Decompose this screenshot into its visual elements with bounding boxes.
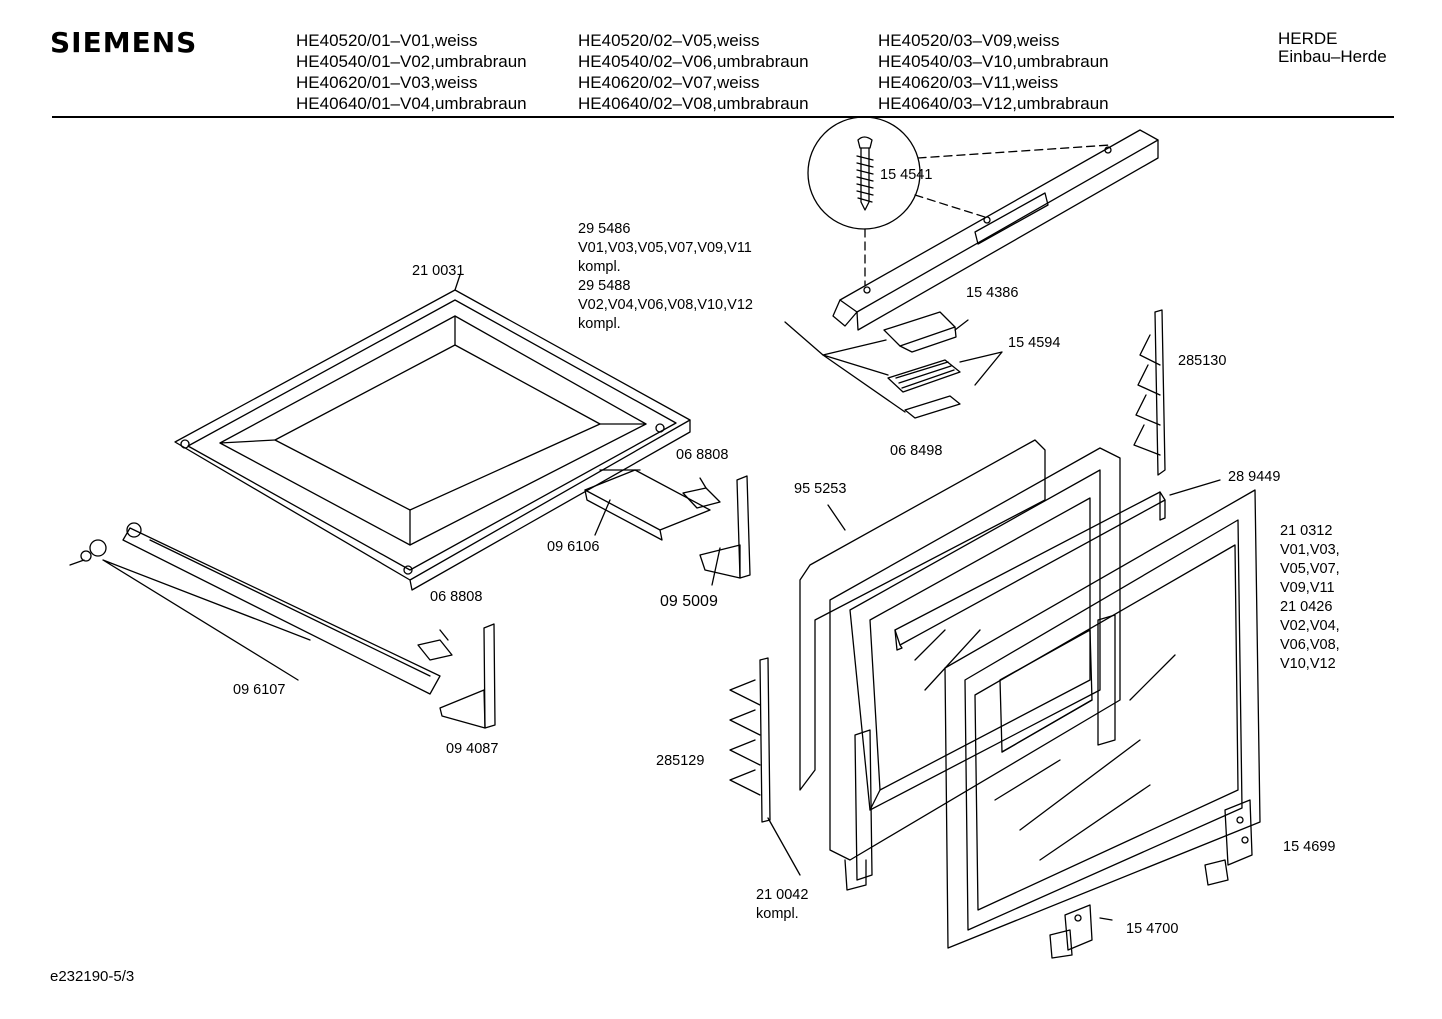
model-line: HE40520/03–V09,weiss [878,31,1060,50]
part-label-line: 21 0426 [1280,599,1333,615]
part-label-068498: 06 8498 [890,443,943,459]
model-line: HE40640/02–V08,umbrabraun [578,94,809,113]
side-rack-right [1134,310,1165,475]
part-label-line: kompl. [578,259,621,275]
model-line: HE40540/02–V06,umbrabraun [578,52,809,71]
part-label-line: V06,V08, [1280,637,1340,653]
bracket-095009 [700,476,750,585]
model-line: HE40520/02–V05,weiss [578,31,760,50]
part-label-094087: 09 4087 [446,741,499,757]
drawing-code: e232190-5/3 [50,968,135,985]
bracket-094087 [440,624,495,728]
hinge-154700 [1050,905,1112,958]
part-label-line: 29 5486 [578,221,631,237]
category-line: Einbau–Herde [1278,47,1387,66]
model-line: HE40620/02–V07,weiss [578,73,760,92]
part-label-line: V01,V03, [1280,542,1340,558]
part-label-096107: 09 6107 [233,682,286,698]
top-rail [833,130,1158,330]
part-label-line: V09,V11 [1280,580,1335,596]
part-label-210312: 21 0312 V01,V03, V05,V07, V09,V11 21 042… [1280,522,1340,674]
model-line: HE40620/01–V03,weiss [296,73,478,92]
part-label-154594: 15 4594 [1008,335,1061,351]
side-rack-left [730,658,800,875]
part-label-096106: 09 6106 [547,539,600,555]
part-label-210042: 21 0042 kompl. [756,886,808,924]
model-line: HE40640/03–V12,umbrabraun [878,94,1109,113]
part-label-154699: 15 4699 [1283,839,1336,855]
model-line: HE40540/03–V10,umbrabraun [878,52,1109,71]
part-label-154700: 15 4700 [1126,921,1179,937]
part-label-095253: 95 5253 [794,481,847,497]
model-line: HE40640/01–V04,umbrabraun [296,94,527,113]
door-frame [800,440,1120,890]
front-rail [70,523,440,694]
door-strip [895,480,1220,650]
part-label-line: kompl. [756,906,799,922]
part-label-line: 21 0042 [756,887,809,903]
part-label-154541: 15 4541 [880,167,933,183]
model-column-2: HE40520/02–V05,weiss HE40540/02–V06,umbr… [578,30,809,114]
hinge-154699 [1205,800,1252,885]
model-line: HE40620/03–V11,weiss [878,73,1059,92]
part-label-285129: 285129 [656,753,705,769]
part-label-068808-upper: 06 8808 [676,447,729,463]
part-label-line: V01,V03,V05,V07,V09,V11 [578,240,752,256]
part-label-068808-lower: 06 8808 [430,589,483,605]
model-column-1: HE40520/01–V01,weiss HE40540/01–V02,umbr… [296,30,527,114]
part-label-line: V10,V12 [1280,656,1336,672]
category-label: HERDE Einbau–Herde [1278,30,1387,66]
clip-068808-upper [683,478,720,508]
model-column-3: HE40520/03–V09,weiss HE40540/03–V10,umbr… [878,30,1109,114]
category-line: HERDE [1278,29,1338,48]
leader-095253 [828,505,845,530]
part-label-210031: 21 0031 [412,263,465,279]
clip-068808-lower [418,630,452,660]
part-label-289449: 28 9449 [1228,469,1281,485]
part-label-line: 29 5488 [578,278,631,294]
clip-parts [785,312,1002,418]
header-rule [52,116,1394,118]
model-line: HE40540/01–V02,umbrabraun [296,52,527,71]
outer-glass [915,490,1260,948]
tray [175,275,690,590]
screw-detail [808,117,1110,285]
model-line: HE40520/01–V01,weiss [296,31,478,50]
part-label-line: kompl. [578,316,621,332]
side-rail-upper [585,470,710,540]
part-label-295486: 29 5486 V01,V03,V05,V07,V09,V11 kompl. 2… [578,220,753,334]
part-label-line: V02,V04,V06,V08,V10,V12 [578,297,753,313]
part-label-285130: 285130 [1178,353,1227,369]
part-label-line: 21 0312 [1280,523,1333,539]
part-label-154386: 15 4386 [966,285,1019,301]
brand-logo: SIEMENS [50,26,198,59]
part-label-095009: 09 5009 [660,593,718,610]
part-label-line: V02,V04, [1280,618,1340,634]
part-label-line: V05,V07, [1280,561,1340,577]
